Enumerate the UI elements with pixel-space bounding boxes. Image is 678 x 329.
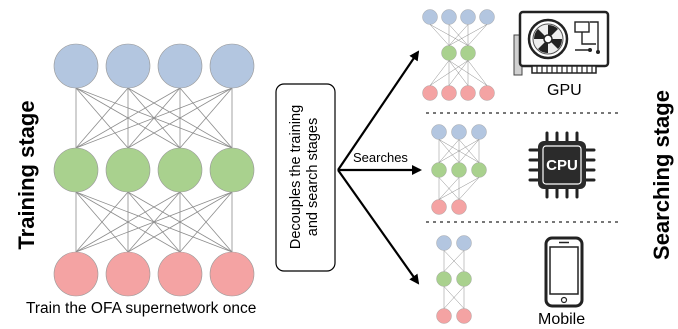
supernet-edge [75, 191, 129, 253]
subnet-node-input [460, 9, 476, 25]
supernet-node-input [53, 43, 99, 89]
decouple-box [275, 83, 336, 272]
subnet-edge [443, 286, 465, 309]
subnet-edge [448, 24, 469, 46]
subnet-edge [438, 177, 480, 200]
supernet-node-hidden [105, 147, 151, 193]
subnet-node-output [422, 85, 438, 101]
supernet-edge [127, 87, 233, 149]
searches-label: Searches [353, 150, 408, 165]
subnet-edge [429, 60, 450, 86]
subnet-edge [429, 24, 450, 46]
subnet-edge [438, 139, 480, 163]
supernet-edge [179, 191, 233, 253]
decouple-text-line2: and search stages [305, 117, 321, 237]
supernet-edge [75, 191, 233, 253]
subnet-node-input [436, 235, 452, 251]
subnet-edge [448, 24, 488, 46]
supernet-node-output [105, 251, 151, 297]
subnet-node-hidden [431, 162, 447, 178]
mobile-phone-icon [544, 236, 584, 308]
supernetwork-edges [75, 87, 233, 253]
subnet-node-hidden [471, 162, 487, 178]
supernetwork-nodes [53, 43, 255, 297]
supernet-node-output [209, 251, 255, 297]
decouple-text: Decouples the training and search stages [288, 97, 322, 257]
subnet-node-output [431, 199, 447, 215]
mobile-label: Mobile [538, 311, 586, 328]
subnet-node-hidden [460, 45, 476, 61]
subnet-edge [438, 139, 460, 163]
supernet-node-output [157, 251, 203, 297]
subnet-node-hidden [451, 162, 467, 178]
subnet-edge [443, 250, 465, 272]
subnet-node-hidden [441, 45, 457, 61]
gpu-label: GPU [547, 82, 582, 99]
subnet-edge [467, 60, 488, 86]
supernet-node-input [105, 43, 151, 89]
decouple-text-line1: Decouples the training [288, 104, 304, 250]
subnet-node-input [471, 124, 487, 140]
supernet-edge [75, 191, 181, 253]
subnet-node-input [431, 124, 447, 140]
supernet-edge [75, 87, 181, 149]
supernet-edge [75, 87, 129, 149]
subnet-node-output [456, 308, 472, 324]
supernet-edge [127, 191, 233, 253]
subnet-edge [438, 177, 460, 200]
subnet-node-output [441, 85, 457, 101]
gpu-card-icon [513, 10, 610, 76]
supernet-edge [179, 87, 233, 149]
supernet-node-hidden [157, 147, 203, 193]
supernet-node-input [157, 43, 203, 89]
subnet-node-output [460, 85, 476, 101]
subnet-node-input [456, 235, 472, 251]
subnet-node-input [441, 9, 457, 25]
subnetworks [422, 9, 495, 324]
subnet-edge [467, 24, 488, 46]
search-arrows [337, 50, 422, 285]
supernet-node-input [209, 43, 255, 89]
mobile-subnet [436, 235, 472, 324]
supernet-edge [75, 87, 233, 149]
subnet-node-output [451, 199, 467, 215]
supernet-node-output [53, 251, 99, 297]
subnet-node-hidden [456, 271, 472, 287]
cpu-chip-icon [528, 131, 596, 199]
subnet-node-input [479, 9, 495, 25]
subnet-edge [448, 60, 469, 86]
subnet-node-input [422, 9, 438, 25]
subnet-edge [429, 60, 469, 86]
cpu-subnet [431, 124, 487, 215]
supernet-node-hidden [209, 147, 255, 193]
subnet-node-output [436, 308, 452, 324]
gpu-subnet [422, 9, 495, 101]
supernetwork-caption: Train the OFA supernetwork once [26, 300, 257, 317]
subnet-node-input [451, 124, 467, 140]
cpu-chip-label: CPU [546, 157, 578, 174]
subnet-node-hidden [436, 271, 452, 287]
searching-stage-label: Searching stage [649, 90, 674, 260]
subnet-edge [458, 139, 480, 163]
subnet-node-output [479, 85, 495, 101]
subnet-edge [458, 177, 480, 200]
supernet-node-hidden [53, 147, 99, 193]
training-stage-label: Training stage [14, 100, 39, 250]
